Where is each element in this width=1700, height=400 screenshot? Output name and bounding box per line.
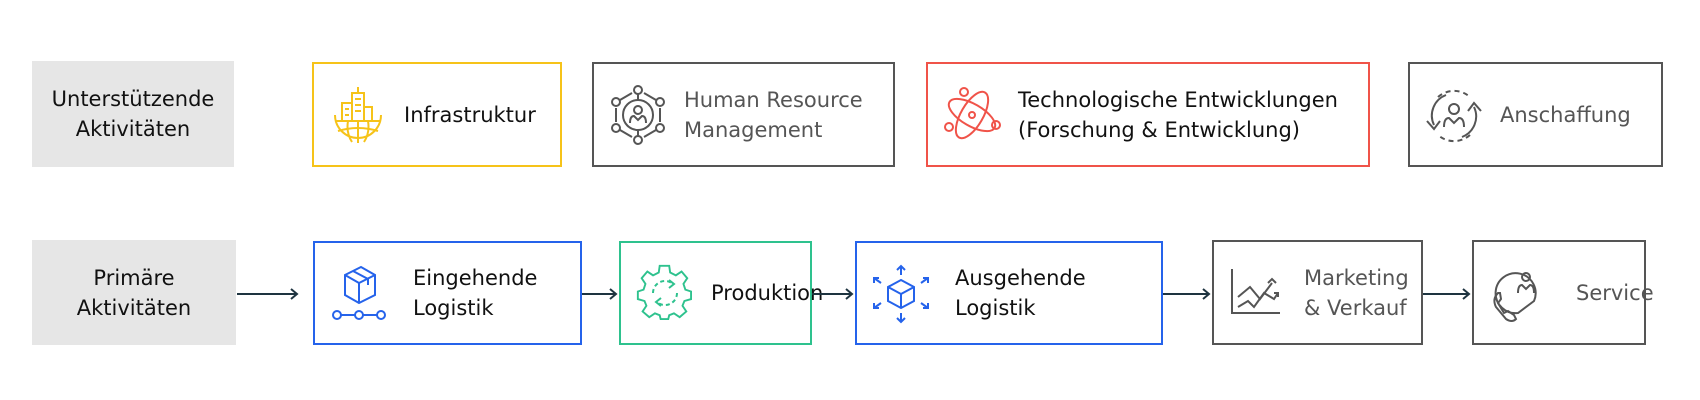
label-line: Unterstützende: [51, 87, 215, 111]
activity-label: Infrastruktur: [404, 102, 536, 127]
activity-anschaffung: Anschaffung: [1408, 62, 1663, 167]
flow-arrow: [812, 288, 854, 300]
flow-arrow: [1163, 288, 1211, 300]
flow-arrow: [1423, 288, 1471, 300]
flow-arrow: [237, 288, 299, 300]
activity-marketing-verkauf: Marketing& Verkauf: [1212, 240, 1423, 345]
activity-label: Technologische Entwicklungen(Forschung &…: [1018, 87, 1338, 142]
flow-arrow: [582, 288, 618, 300]
box-conveyor-icon: [329, 263, 389, 323]
activity-label: Service: [1576, 280, 1654, 305]
label-line: Aktivitäten: [76, 295, 192, 320]
activity-infrastruktur: Infrastruktur: [312, 62, 562, 167]
activity-label: Marketing& Verkauf: [1304, 265, 1409, 320]
person-cycle-icon: [1424, 85, 1484, 145]
label-line: Primäre: [93, 265, 175, 290]
phone-support-icon: [1488, 263, 1548, 323]
activity-label: Anschaffung: [1500, 102, 1631, 127]
activity-service: Service: [1472, 240, 1654, 345]
box-distribute-icon: [871, 263, 931, 324]
city-globe-icon: [328, 85, 388, 145]
activity-produktion: Produktion: [619, 241, 823, 345]
people-network-icon: [608, 84, 668, 145]
atom-icon: [942, 85, 1002, 145]
label-line: Aktivitäten: [75, 117, 191, 141]
activity-tech: Technologische Entwicklungen(Forschung &…: [926, 62, 1370, 167]
activity-label: Produktion: [711, 281, 824, 305]
gear-cycle-icon: [635, 263, 695, 323]
trend-chart-icon: [1228, 263, 1288, 323]
